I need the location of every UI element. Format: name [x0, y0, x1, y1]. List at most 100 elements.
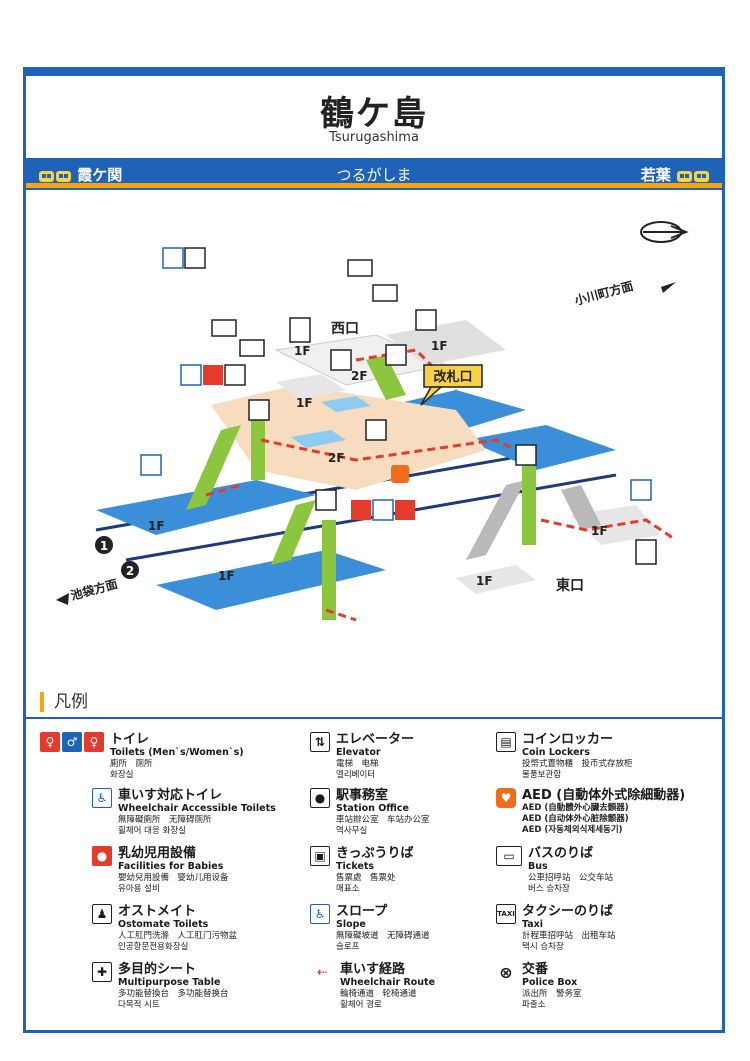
- platform-south: [156, 550, 386, 610]
- wheelchair-icon: [162, 247, 184, 269]
- legend-sub: 역사무실: [336, 826, 368, 836]
- legend-en: Bus: [528, 861, 548, 872]
- legend-sub: 售票處 售票处: [336, 873, 396, 883]
- legend-en: Toilets (Men`s/Women`s): [110, 747, 244, 758]
- elevator-shaft-east: [522, 455, 536, 545]
- legend-en: Police Box: [522, 977, 578, 988]
- station-layout-map: 1 2: [56, 221, 689, 622]
- floor-label: 2F: [351, 369, 368, 383]
- women-toilet-icon: ♀: [84, 732, 104, 752]
- taxi-icon: [289, 317, 311, 343]
- legend-sub: 廁所 厕所: [110, 759, 153, 769]
- legend-sub: 計程車招呼站 出租车站: [522, 931, 616, 941]
- locker-icon: [330, 349, 352, 371]
- legend-ja: きっぷうりば: [336, 846, 414, 861]
- bus-icon: [239, 339, 265, 357]
- legend-title: 凡例: [40, 692, 88, 712]
- prev-station: 霞ケ関: [38, 164, 122, 185]
- multipurpose-icon: [184, 247, 206, 269]
- elevator-icon: [315, 489, 337, 511]
- elevator-icon: [515, 444, 537, 466]
- legend-sub: 人工肛門洗滌 人工肛门污物盆: [118, 931, 238, 941]
- ticket-icon: ▣: [310, 846, 330, 866]
- next-station: 若葉: [641, 164, 710, 185]
- floor-label: 2F: [328, 451, 345, 465]
- west-1f-block: [276, 374, 346, 400]
- arrow-left-icon: [56, 593, 69, 605]
- legend-sub: 인공항문전용화장실: [118, 942, 189, 952]
- toilet-icon: [351, 500, 371, 520]
- legend-sub: 다목적 시트: [118, 1000, 160, 1010]
- platform-east: [466, 425, 616, 470]
- legend-ja: バスのりば: [528, 846, 594, 861]
- wheelchair-toilet-icon: [180, 364, 202, 386]
- legend-en: Ostomate Toilets: [118, 919, 209, 930]
- elevator-icon: ⇅: [310, 732, 330, 752]
- next-station-name: 若葉: [640, 166, 671, 184]
- floor-label: 1F: [591, 524, 608, 538]
- legend-sub: 多功能替換台 多功能替换台: [118, 989, 229, 999]
- legend-sub: 無障礙坡道 无障碍通道: [336, 931, 430, 941]
- legend-ja: 駅事務室: [336, 788, 389, 803]
- line-stripe-accent: [26, 183, 722, 188]
- legend-sub: 휠체어 경로: [340, 1000, 382, 1010]
- legend-sub: AED (자동체외식제세동기): [522, 825, 623, 835]
- station-name: 鶴ケ島: [320, 94, 428, 134]
- track-2-badge: [121, 561, 139, 579]
- police-icon: ⊗: [496, 962, 516, 982]
- ticket-gate-callout: 改札口: [420, 364, 483, 406]
- top-rule: [26, 70, 722, 76]
- map-icons: [140, 247, 657, 565]
- station-map-frame: 鶴ケ島 Tsurugashima 霞ケ関 つるがしま 若葉 1 2: [23, 67, 725, 1033]
- legend-ja: タクシーのりば: [522, 904, 614, 919]
- multipurpose-icon: ✚: [92, 962, 112, 982]
- legend-en: Tickets: [336, 861, 375, 872]
- ostomate-icon: [224, 364, 246, 386]
- baby-icon: [395, 500, 415, 520]
- route-arrow-icon: ⇠: [310, 962, 334, 982]
- legend-item-aed: ♥ AED (自動体外式除細動器)AED (自動體外心臟去顫器)AED (自动体…: [496, 788, 685, 836]
- legend-en: Coin Lockers: [522, 747, 590, 758]
- legend-ja: 車いす対応トイレ: [118, 788, 223, 803]
- station-name-kana: つるがしま: [336, 166, 412, 184]
- wheelchair-toilet-icon: [372, 499, 394, 521]
- train-icon: [677, 170, 709, 182]
- legend-en: Multipurpose Table: [118, 977, 221, 988]
- elevator-icon: [248, 399, 270, 421]
- floor-label: 1F: [296, 396, 313, 410]
- prev-station-name: 霞ケ関: [77, 166, 123, 184]
- exit-west: 西口: [331, 321, 359, 337]
- legend-sub: 嬰幼兒用設備 婴幼儿用设备: [118, 873, 229, 883]
- slope-icon: [140, 454, 162, 476]
- ticket-gate-label: 改札口: [433, 369, 472, 385]
- west-room: [321, 396, 371, 412]
- train-icon: [39, 170, 71, 182]
- legend-ja: 多目的シート: [118, 962, 197, 977]
- legend-sub: 파출소: [522, 1000, 546, 1010]
- wheelchair-toilet-icon: ♿: [92, 788, 112, 808]
- ostomate-icon: ♟: [92, 904, 112, 924]
- legend-sub: 매표소: [336, 884, 360, 894]
- arrow-right-icon: [661, 282, 676, 293]
- stairs: [186, 355, 601, 565]
- bus-icon: [347, 259, 373, 277]
- legend-sub: 輪椅通道 轮椅通道: [340, 989, 417, 999]
- legend-divider: [26, 717, 722, 719]
- legend-en: Slope: [336, 919, 366, 930]
- taxi-icon: TAXI: [496, 904, 516, 924]
- legend-ja: AED (自動体外式除細動器): [522, 788, 686, 803]
- legend-en: Wheelchair Accessible Toilets: [118, 803, 276, 814]
- locker-icon: ▤: [496, 732, 516, 752]
- bus-icon: [372, 284, 398, 302]
- slope-icon: [630, 479, 652, 501]
- legend-en: Station Office: [336, 803, 409, 814]
- legend-en: Wheelchair Route: [340, 977, 436, 988]
- toilet-icon: ♀: [40, 732, 60, 752]
- elevator-icon: [385, 344, 407, 366]
